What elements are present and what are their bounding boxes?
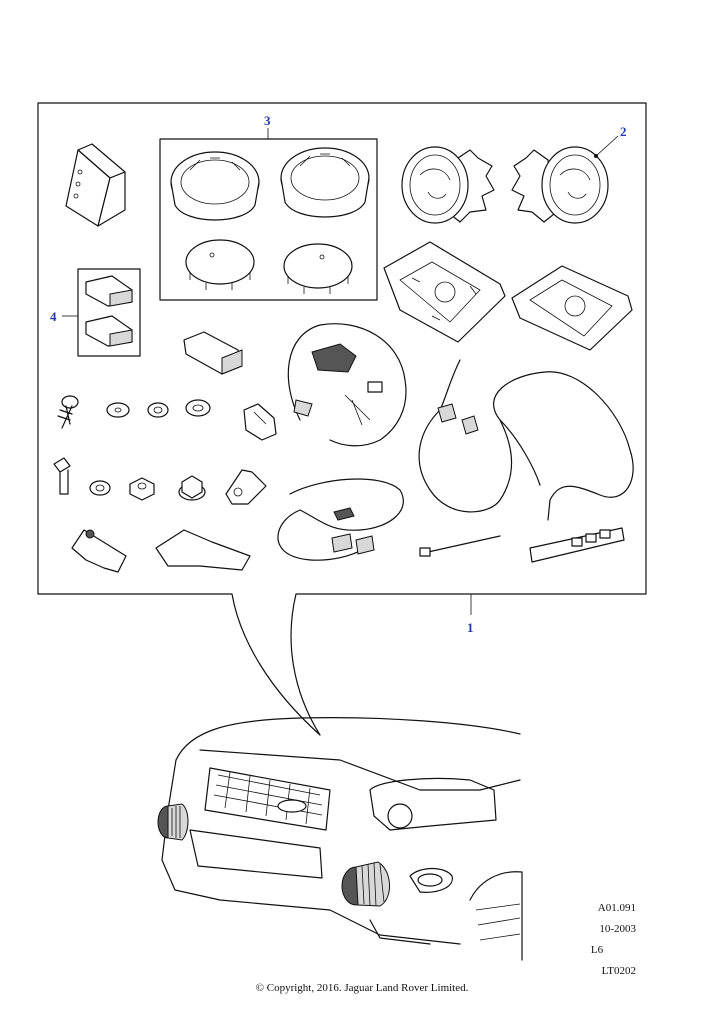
- mounting-bracket: [65, 143, 126, 227]
- switch-harness: [287, 323, 407, 447]
- relay-upper: [85, 275, 133, 307]
- subframe-4: [77, 268, 141, 357]
- shakeproof-washer: [147, 402, 169, 418]
- drilling-template-left: [383, 241, 506, 343]
- diagram-date: 10-2003: [599, 923, 636, 935]
- connector-block: [183, 331, 243, 375]
- fog-lamp-right: [511, 146, 609, 224]
- lamp-blank-cap-right: [283, 243, 353, 294]
- main-harness: [418, 359, 634, 521]
- callout-3: 3: [264, 113, 271, 128]
- star-washer: [185, 399, 211, 417]
- drilling-template-right: [511, 265, 633, 351]
- flange-nut: [178, 475, 206, 501]
- lamp-blank-cap-left: [185, 239, 255, 290]
- diagram-reference: A01.091: [597, 902, 636, 914]
- callout-2: 2: [620, 124, 627, 139]
- callout-4: 4: [50, 309, 57, 324]
- serrated-washer: [89, 480, 111, 496]
- lamp-harness: [277, 478, 404, 561]
- parts-frame: [37, 102, 647, 736]
- screw: [57, 395, 79, 429]
- switch-blank-panel: [529, 527, 625, 563]
- fog-lamp-left: [401, 146, 495, 224]
- foam-pad: [155, 529, 251, 571]
- copyright-notice: © Copyright, 2016. Jaguar Land Rover Lim…: [255, 982, 469, 994]
- cable-tie: [419, 535, 501, 557]
- relay-lower: [85, 315, 133, 347]
- vehicle-front: [161, 717, 523, 961]
- nut: [129, 477, 155, 501]
- lamp-bezel-right: [280, 147, 370, 218]
- bolt: [53, 457, 71, 495]
- spire-clip: [71, 529, 127, 573]
- diagram-code: LT0202: [601, 965, 636, 977]
- fog-lamp-installed-left: [157, 803, 189, 841]
- subframe-3: [159, 138, 378, 301]
- cable-clip: [243, 403, 277, 441]
- bracket-clip: [225, 469, 267, 505]
- plain-washer: [106, 402, 130, 418]
- callout-1: 1: [467, 620, 474, 635]
- fog-lamp-installed-right: [341, 861, 390, 907]
- diagram-variant: L6: [590, 944, 604, 956]
- leader-2: [595, 135, 619, 157]
- lamp-bezel-left: [170, 151, 260, 221]
